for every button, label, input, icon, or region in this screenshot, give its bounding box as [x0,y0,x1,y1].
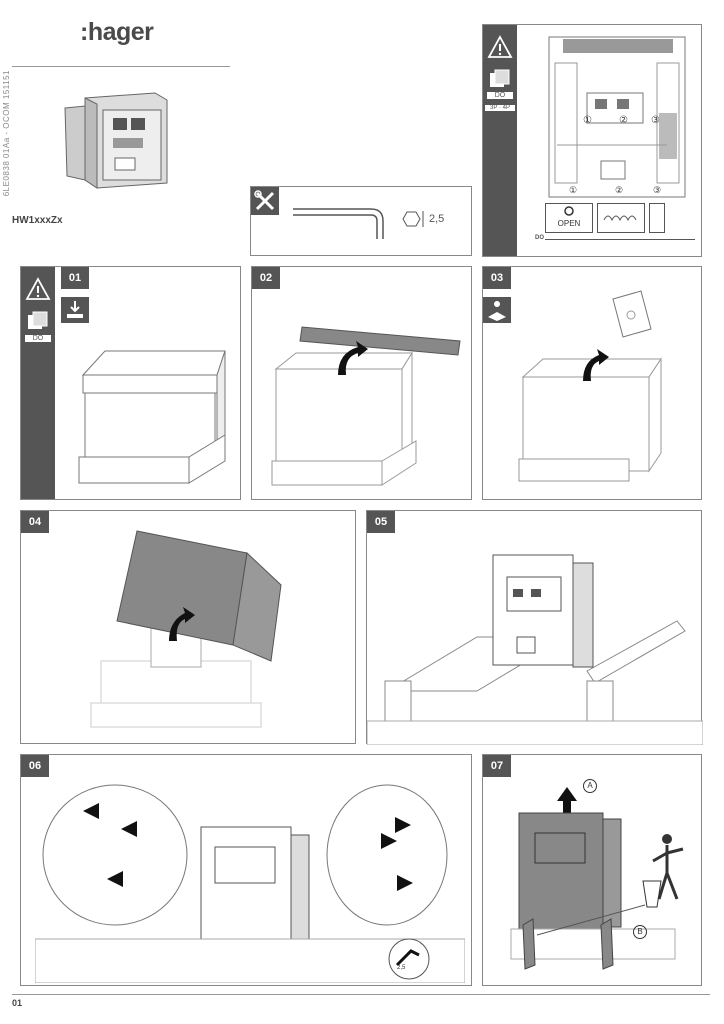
lid-removal-drawing [271,326,461,486]
detail-callout-3: ③ [653,185,662,195]
step-05-number: 05 [367,511,395,533]
do-label: DO [487,92,513,99]
page-number: 01 [12,998,23,1008]
step-01-number: 01 [61,267,89,289]
model-number: HW1xxxZx [12,215,63,226]
unload-icon-box [61,297,89,323]
bottom-do-label: DO [535,235,544,241]
callout-1: ① [583,115,592,126]
footer-divider [12,994,710,995]
manual-icon-box [483,297,511,323]
lift-and-discard-drawing [510,787,684,970]
read-manual-icon [488,301,506,321]
detail-callout-1: ① [569,185,578,195]
step-06-number: 06 [21,755,49,777]
breaker-front-drawing [548,36,686,198]
step-05-panel: 05 [366,510,703,745]
hex-size-label: 2,5 [397,965,406,971]
warning-side-bar [483,25,517,256]
step-06-panel: 06 2,5 [20,754,472,986]
step-01-do-label: DO [25,335,51,342]
step-03-number: 03 [483,267,511,289]
unload-icon [67,301,83,318]
step-01-panel: DO 01 [20,266,241,500]
wrench-screwdriver-icon [254,190,275,211]
crate-cover-lift-drawing [90,530,282,728]
step-04-number: 04 [21,511,49,533]
callout-3: ③ [651,115,660,126]
detail-callout-2: ② [615,185,624,195]
document-icon [28,311,48,329]
manual-removal-drawing [518,290,662,482]
bolt-removal-drawing [35,784,465,983]
hex-key-icon [293,208,384,239]
step-02-number: 02 [252,267,280,289]
spring-indicator [597,203,645,233]
callout-2: ② [619,115,628,126]
panel-bottom-line [545,239,695,240]
spring-icon [603,215,637,222]
mark-a: A [583,779,597,793]
step-01-side-bar [21,267,55,499]
step-03-panel: 03 [482,266,702,500]
tools-icon-box [251,187,279,215]
step-04-panel: 04 [20,510,356,744]
warning-icon [25,277,51,300]
header-divider [12,66,230,67]
open-label: OPEN [557,219,581,228]
warning-panel: DO 3P · 4P ① ② ③ ① ② ③ OPEN DO [482,24,702,257]
tools-panel: 2,5 [250,186,472,256]
breaker-on-pallet-drawing [367,554,703,745]
open-indicator: OPEN [545,203,593,233]
mark-b: B [633,925,647,939]
pole-label: 3P · 4P [485,105,515,111]
step-07-panel: 07 A B [482,754,702,986]
packaged-crate-drawing [78,350,226,484]
warning-icon [487,35,513,58]
document-icon [490,69,510,87]
step-07-number: 07 [483,755,511,777]
hex-size-label: 2,5 [429,213,445,225]
open-circle-icon [564,206,574,216]
breaker-product-image [64,92,168,189]
hager-logo: :hager [80,18,154,46]
step-02-panel: 02 [251,266,472,500]
hex-nut-icon [402,211,424,227]
switch-indicator [649,203,665,233]
document-code: 6LE0838 01Aa - OCOM 151151 [2,70,11,197]
